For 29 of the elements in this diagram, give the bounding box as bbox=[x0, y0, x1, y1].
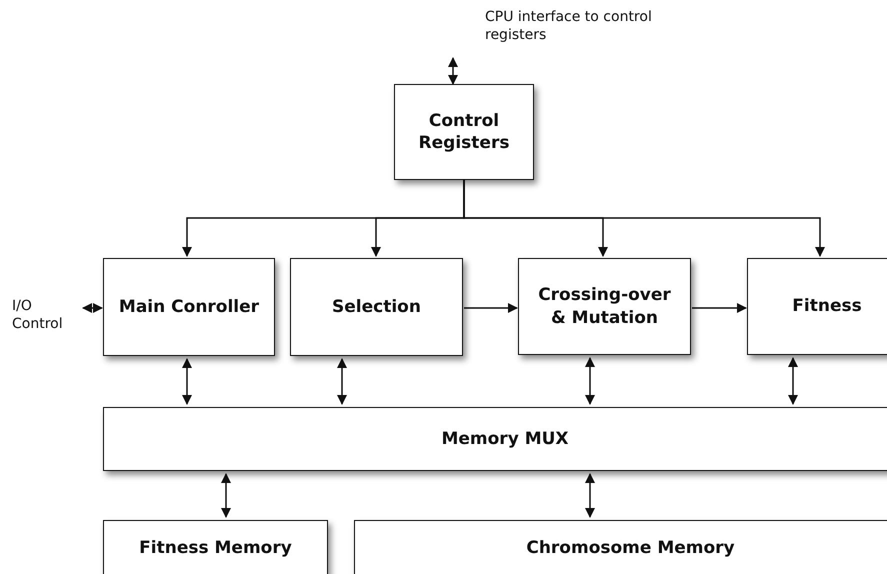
block-label: Selection bbox=[332, 296, 421, 318]
block-label: Control Registers bbox=[418, 110, 510, 154]
arrow bbox=[788, 357, 798, 405]
arrow bbox=[585, 473, 595, 518]
block-label: Crossing-over & Mutation bbox=[537, 284, 672, 329]
arrow bbox=[692, 303, 747, 313]
process-box bbox=[747, 258, 887, 355]
arrow bbox=[464, 303, 518, 313]
annotation-text: CPU interface to control registers bbox=[485, 8, 653, 44]
arrow bbox=[448, 57, 458, 85]
arrow bbox=[585, 357, 595, 405]
block-label: Memory MUX bbox=[441, 428, 569, 450]
process-box bbox=[103, 258, 275, 356]
process-box bbox=[394, 84, 534, 180]
arrow bbox=[82, 303, 103, 313]
arrow bbox=[182, 358, 192, 405]
arrow bbox=[221, 473, 231, 518]
mux-block bbox=[103, 407, 887, 471]
memory-block bbox=[103, 520, 328, 574]
block-label: Fitness Memory bbox=[139, 537, 292, 560]
arrow bbox=[337, 358, 347, 405]
block-label: Fitness bbox=[792, 295, 862, 318]
arrow bbox=[463, 180, 825, 257]
annotation-text: I/O Control bbox=[12, 297, 64, 334]
block-label: Main Conroller bbox=[118, 296, 260, 318]
process-box bbox=[290, 258, 463, 356]
memory-block bbox=[354, 520, 887, 574]
block-label: Chromosome Memory bbox=[526, 537, 735, 560]
process-box bbox=[518, 258, 691, 355]
